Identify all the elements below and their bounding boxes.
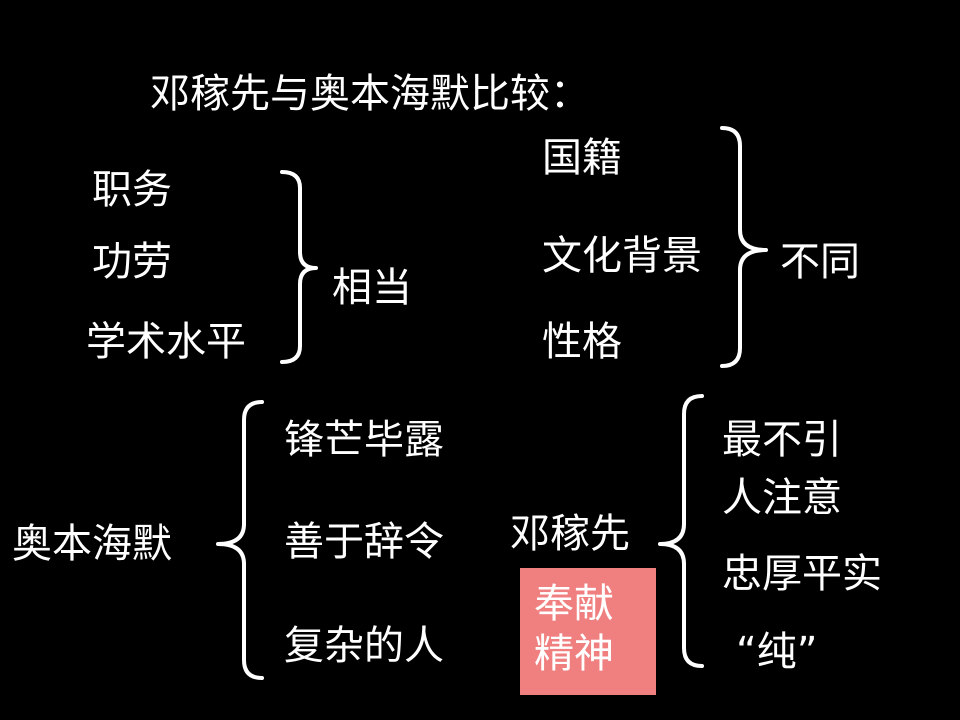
brace-different — [720, 126, 768, 368]
different-item-nationality: 国籍 — [542, 135, 622, 181]
oppenheimer-trait-sharp: 锋芒毕露 — [284, 417, 444, 463]
highlight-line-2: 精神 — [534, 631, 614, 677]
different-item-cultural-background: 文化背景 — [542, 233, 702, 279]
slide-title: 邓稼先与奥本海默比较： — [150, 71, 590, 117]
deng-trait-honest: 忠厚平实 — [722, 551, 882, 597]
similar-conclusion: 相当 — [332, 265, 412, 311]
similar-item-academic-level: 学术水平 — [86, 319, 246, 365]
different-item-personality: 性格 — [542, 319, 622, 365]
oppenheimer-trait-complex: 复杂的人 — [284, 623, 444, 669]
brace-similar — [280, 170, 318, 364]
deng-trait-pure: “纯” — [736, 629, 818, 675]
deng-trait-unnoticed-2: 人注意 — [722, 475, 842, 521]
oppenheimer-name: 奥本海默 — [12, 521, 172, 567]
oppenheimer-trait-eloquent: 善于辞令 — [284, 519, 444, 565]
deng-trait-unnoticed-1: 最不引 — [722, 417, 842, 463]
brace-oppenheimer — [216, 400, 264, 680]
similar-item-merit: 功劳 — [92, 239, 172, 285]
highlight-line-1: 奉献 — [534, 581, 614, 627]
brace-deng — [658, 394, 704, 668]
different-conclusion: 不同 — [780, 239, 860, 285]
dedication-highlight-box: 奉献 精神 — [520, 568, 656, 695]
deng-name: 邓稼先 — [510, 511, 630, 557]
similar-item-position: 职务 — [92, 167, 172, 213]
